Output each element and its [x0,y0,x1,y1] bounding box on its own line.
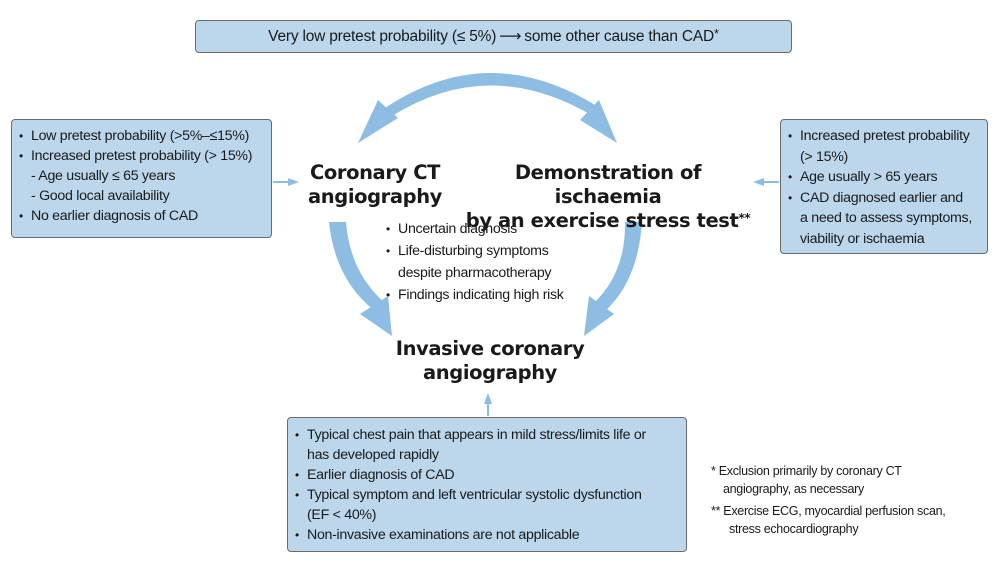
footnote-1: * Exclusion primarily by coronary CT ang… [711,462,945,498]
footnote-text: angiography, as necessary [723,482,864,496]
list-item: Increased pretest probability [786,126,987,147]
list-item: Typical chest pain that appears in mild … [293,425,686,445]
invasive-criteria-list: Typical chest pain that appears in mild … [293,425,686,545]
footnotes: * Exclusion primarily by coronary CT ang… [711,462,946,538]
invasive-indications-list: Uncertain diagnosis Life-disturbing symp… [384,218,564,306]
list-item: Typical symptom and left ventricular sys… [293,485,686,505]
ct-to-invasive-arrow [329,222,392,336]
footnote-mark: ** [738,211,751,225]
list-item: CAD diagnosed earlier and [786,188,987,209]
list-item: Low pretest probability (>5%–≤15%) [17,126,271,146]
list-item-continuation: despite pharmacotherapy [398,265,552,281]
footnote-text: * Exclusion primarily by coronary CT [711,464,902,478]
invasive-angiography-heading: Invasive coronary angiography [380,337,600,385]
heading-line: Coronary CT [309,161,441,184]
heading-line: angiography [423,361,557,384]
list-item: Earlier diagnosis of CAD [293,465,686,485]
list-item: Increased pretest probability (> 15%) [17,146,271,166]
list-item-continuation: has developed rapidly [307,447,439,463]
top-box-left-text: Very low pretest probability (≤ 5%) [268,27,497,45]
list-item: Non-invasive examinations are not applic… [293,525,686,545]
bottom-box-arrow [484,393,492,416]
double-arc-arrow [358,73,617,143]
footnote-text: stress echocardiography [729,522,859,536]
right-box-arrow [753,178,779,186]
ischaemia-criteria-list: Increased pretest probability (> 15%) Ag… [786,126,987,249]
arc-right-arrowhead [580,100,617,143]
right-arrow-icon: ⟶ [499,28,522,45]
list-item: Age usually > 65 years [786,167,987,188]
ct-criteria-list: Low pretest probability (>5%–≤15%) Incre… [17,126,271,226]
list-item: Life-disturbing symptoms [384,240,564,262]
list-item: No earlier diagnosis of CAD [17,206,271,226]
top-box-right-text: some other cause than CAD [524,27,714,45]
footnote-2: ** Exercise ECG, myocardial perfusion sc… [711,502,946,538]
arc-left-arrowhead [358,100,398,143]
heading-line: angiography [308,185,442,208]
footnote-text: ** Exercise ECG, myocardial perfusion sc… [711,504,946,518]
list-item: Uncertain diagnosis [384,218,564,240]
list-item-continuation: (> 15%) [800,148,848,165]
list-subitem: - Age usually ≤ 65 years [31,168,176,184]
left-box-arrow [273,178,299,186]
ct-criteria-box: Low pretest probability (>5%–≤15%) Incre… [11,119,272,238]
arc-body [385,73,600,116]
list-item: Findings indicating high risk [384,284,564,306]
heading-line: Demonstration of ischaemia [514,161,702,208]
list-item-continuation: (EF < 40%) [307,507,377,523]
list-item-continuation: viability or ischaemia [800,230,925,247]
list-item-continuation: a need to assess symptoms, [800,210,972,226]
coronary-ct-heading: Coronary CT angiography [300,161,450,209]
list-subitem: - Good local availability [31,188,170,204]
very-low-probability-box: Very low pretest probability (≤ 5%) ⟶ so… [195,20,792,53]
ischaemia-to-invasive-arrow [584,222,642,336]
heading-line: Invasive coronary [395,337,585,360]
ischaemia-criteria-box: Increased pretest probability (> 15%) Ag… [780,119,988,254]
ischaemia-heading: Demonstration of ischaemia by an exercis… [460,161,756,233]
footnote-mark: * [713,26,719,41]
invasive-criteria-box: Typical chest pain that appears in mild … [287,417,687,552]
